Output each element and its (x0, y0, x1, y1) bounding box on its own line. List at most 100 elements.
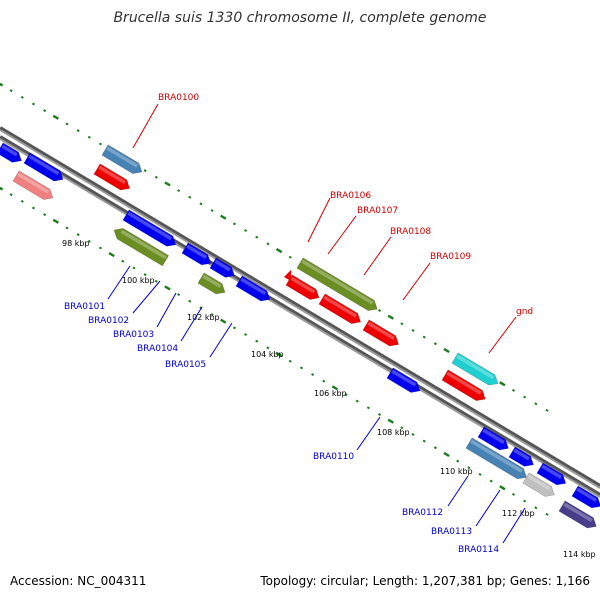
tick-mark (275, 351, 283, 358)
backbone (0, 126, 600, 498)
tick-mark (143, 273, 147, 277)
tick-mark (164, 285, 171, 291)
tick-mark (299, 366, 303, 370)
tick-mark (433, 342, 437, 346)
tick-mark (534, 506, 538, 510)
gene-arrow (235, 275, 271, 302)
tick-mark (199, 202, 203, 206)
tick-mark (31, 206, 36, 210)
tick-mark (154, 279, 158, 283)
tick-mark (20, 95, 24, 99)
gene-arrow-highlight (240, 277, 267, 296)
gene-label: BRA0107 (357, 206, 398, 216)
tick-label: 114 kbp (563, 550, 596, 559)
gene-label: BRA0104 (137, 344, 178, 354)
gene-arrow-highlight (301, 259, 374, 305)
gene-arrow (0, 142, 22, 163)
gene-label: BRA0101 (64, 302, 105, 312)
leader-line (107, 265, 131, 300)
tick-mark (467, 466, 471, 470)
gene-arrow (571, 485, 600, 509)
tick-mark (220, 214, 227, 220)
tick-mark (43, 109, 47, 113)
gene-arrow-highlight (120, 229, 167, 260)
label-leader-lines (107, 103, 526, 544)
gene-arrow (12, 170, 54, 200)
tick-mark (511, 388, 516, 392)
leader-line (132, 280, 161, 314)
tick-mark (366, 406, 370, 410)
gene-arrow (181, 242, 212, 266)
gene-arrow-highlight (106, 146, 139, 168)
tick-mark (220, 318, 227, 324)
tick-mark (210, 313, 214, 317)
gene-label: BRA0113 (431, 527, 472, 537)
leader-line (156, 292, 177, 328)
tick-mark (331, 385, 339, 391)
gene-arrow (93, 163, 131, 191)
gene-arrow-highlight (28, 154, 60, 176)
gene-label: BRA0114 (458, 545, 499, 555)
tick-mark (232, 326, 236, 330)
tick-mark (143, 169, 147, 173)
gene-arrow-highlight (470, 439, 523, 473)
gene-arrow-highlight (513, 448, 530, 461)
tick-mark (210, 209, 214, 213)
tick-mark (255, 235, 259, 239)
gene-arrow-highlight (186, 244, 208, 259)
gene-label: BRA0106 (330, 191, 371, 201)
gene-arrow (197, 272, 226, 295)
gene-arrow-gnd (451, 352, 499, 386)
tick-mark (65, 122, 69, 126)
gene-arrow (477, 426, 509, 451)
tick-mark (378, 413, 382, 416)
leader-line (363, 236, 392, 276)
leader-line (180, 306, 203, 342)
tick-mark (20, 199, 24, 203)
leader-line (475, 489, 501, 527)
tick-mark (456, 459, 460, 463)
tick-mark (87, 239, 91, 243)
gene-label: BRA0112 (402, 508, 443, 518)
gene-label: BRA0102 (88, 316, 129, 326)
gene-label: BRA0109 (430, 252, 471, 262)
leader-line (307, 197, 331, 243)
tick-mark (411, 432, 415, 436)
tick-mark (523, 499, 527, 503)
gene-arrow (285, 274, 320, 300)
gene-arrow-highlight (541, 464, 563, 479)
tick-mark (76, 233, 80, 237)
tick-mark (43, 213, 47, 217)
leader-line (488, 316, 517, 354)
tick-mark (9, 193, 13, 197)
tick-mark (76, 129, 80, 133)
gene-label: BRA0103 (113, 330, 154, 340)
gene-arrow-highlight (446, 371, 482, 395)
leader-line (502, 507, 526, 544)
gene-arrow-highlight (576, 487, 598, 502)
gene-arrow (23, 152, 64, 182)
leader-line (356, 416, 381, 451)
tick-mark (400, 426, 404, 430)
tick-mark (266, 242, 270, 246)
gene-arrow-highlight (290, 276, 316, 294)
gene-arrow-bra0100 (101, 144, 143, 174)
tick-mark (31, 102, 36, 106)
tick-mark (275, 247, 283, 254)
gene-arrow-highlight (367, 321, 395, 341)
gene-arrow (558, 500, 597, 529)
gene-label: gnd (516, 307, 533, 317)
tick-label: 108 kbp (377, 428, 410, 437)
tick-mark (188, 195, 192, 199)
gene-arrow-highlight (527, 474, 551, 491)
gene-arrow-highlight (563, 502, 593, 523)
tick-mark (378, 309, 382, 312)
tick-mark (422, 335, 426, 339)
tick-label: 100 kbp (122, 276, 155, 285)
tick-mark (132, 266, 136, 270)
tick-mark (98, 142, 103, 146)
leader-line (327, 215, 357, 255)
tick-mark (387, 418, 394, 424)
tick-mark (244, 333, 248, 337)
tick-mark (52, 218, 60, 224)
